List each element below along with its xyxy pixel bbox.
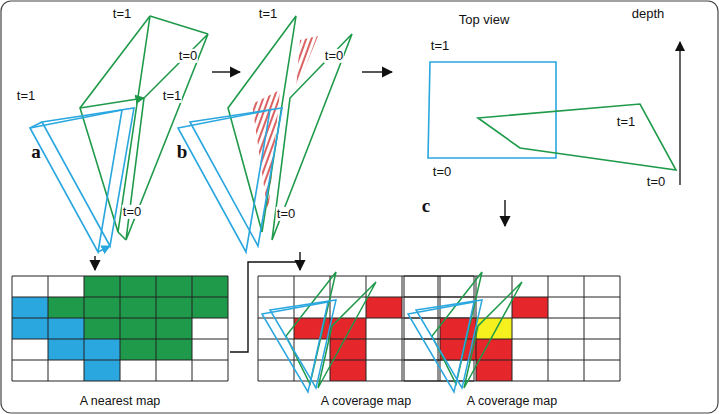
time-label: t=1: [162, 89, 182, 103]
time-label: t=1: [430, 39, 450, 53]
axis-label: depth: [631, 7, 666, 21]
panel-letter: c: [421, 196, 431, 217]
pixel-grids: [12, 272, 620, 392]
map-caption: A nearest map: [79, 395, 162, 409]
time-label: t=0: [122, 205, 142, 219]
top-view-shapes: [428, 42, 680, 185]
depth-axis: [679, 42, 680, 185]
view-title: Top view: [458, 13, 511, 27]
panel-letter: b: [176, 142, 189, 163]
panel-letter: a: [30, 142, 42, 163]
time-label: t=0: [646, 175, 666, 189]
time-label: t=1: [616, 115, 636, 129]
panel-b-triangles: [178, 16, 352, 252]
map-caption: A coverage map: [466, 395, 558, 409]
time-label: t=1: [112, 7, 132, 21]
time-label: t=0: [324, 49, 344, 63]
time-label: t=1: [16, 89, 36, 103]
map-caption: A coverage map: [320, 395, 412, 409]
time-label: t=0: [432, 165, 452, 179]
time-label: t=1: [258, 7, 278, 21]
time-label: t=0: [276, 207, 296, 221]
time-label: t=0: [178, 49, 198, 63]
